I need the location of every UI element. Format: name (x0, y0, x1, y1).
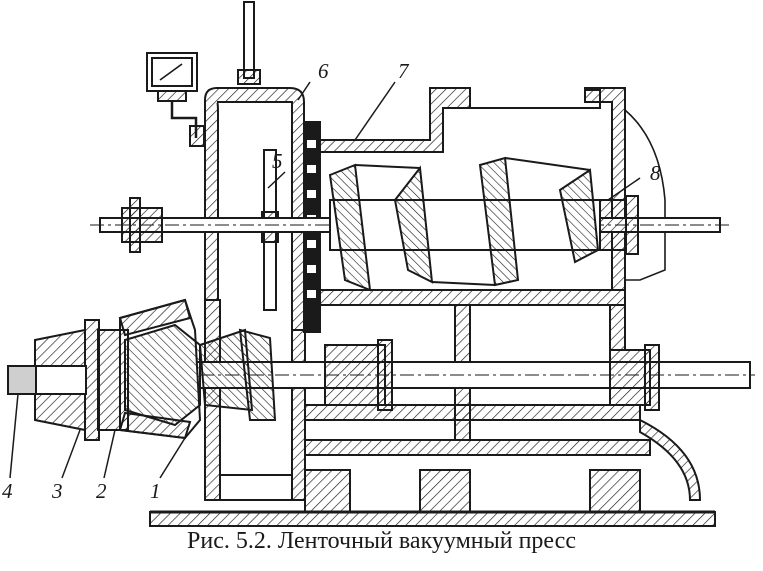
label-4: 4 (2, 479, 13, 503)
label-5: 5 (272, 149, 283, 173)
foundation-base (149, 510, 716, 527)
label-2: 2 (96, 479, 107, 503)
vacuum-chamber (204, 87, 305, 331)
upper-auger (328, 156, 601, 292)
leader-lines (9, 81, 641, 479)
figure-caption: Рис. 5.2. Ленточный вакуумный пресс (187, 528, 576, 554)
top-rod (237, 1, 261, 85)
label-6: 6 (318, 59, 329, 83)
label-1: 1 (150, 479, 161, 503)
label-3: 3 (51, 479, 63, 503)
press-head (84, 298, 202, 441)
upper-housing (319, 87, 666, 306)
label-8: 8 (650, 161, 661, 185)
vacuum-gauge (146, 52, 205, 147)
label-7: 7 (398, 59, 410, 83)
lower-auger (198, 328, 277, 421)
mouthpiece (7, 328, 87, 432)
